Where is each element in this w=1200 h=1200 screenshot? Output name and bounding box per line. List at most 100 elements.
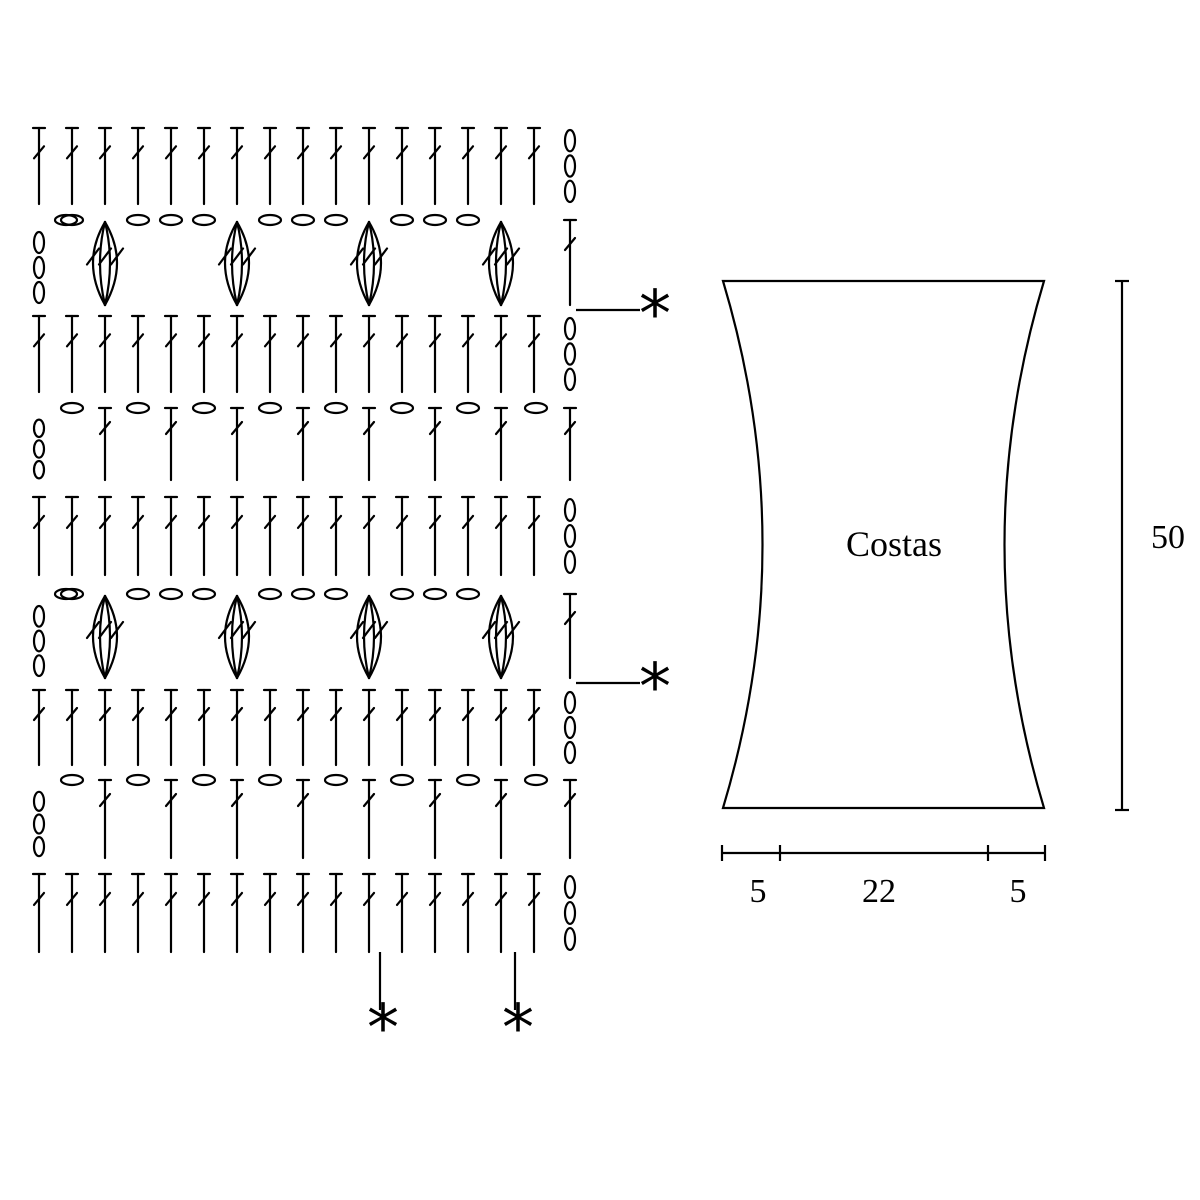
chain-stitch bbox=[257, 773, 283, 787]
cluster-bar bbox=[481, 620, 497, 640]
chain-stitch bbox=[257, 213, 283, 227]
chain-stitch bbox=[323, 587, 349, 601]
dc-stitch-bar bbox=[395, 333, 409, 348]
dc-stitch-bar bbox=[32, 145, 46, 160]
chain-stitch bbox=[323, 773, 349, 787]
turning-chain bbox=[563, 715, 577, 740]
cluster-leg bbox=[103, 220, 112, 307]
dc-stitch-bar bbox=[527, 706, 541, 722]
dc-stitch-bar bbox=[131, 891, 145, 907]
dc-stitch-bar bbox=[197, 706, 211, 722]
cluster-bar bbox=[97, 247, 113, 266]
turning-chain bbox=[32, 418, 46, 439]
chain-stitch bbox=[455, 587, 481, 601]
chain-stitch bbox=[455, 773, 481, 787]
turning-chain bbox=[563, 128, 577, 153]
dc-stitch-bar bbox=[32, 891, 46, 907]
cluster-leg bbox=[91, 220, 107, 307]
chain-stitch bbox=[59, 773, 85, 787]
dc-stitch-bar bbox=[362, 145, 376, 160]
dc-stitch-bar bbox=[428, 514, 442, 530]
dc-stitch-bar bbox=[131, 145, 145, 160]
chain-stitch bbox=[59, 401, 85, 415]
mesh-stitch-bar bbox=[362, 420, 376, 436]
dc-stitch-bar bbox=[164, 706, 178, 722]
mesh-stitch-bar bbox=[98, 792, 112, 808]
cluster-leg bbox=[499, 220, 515, 307]
chain-stitch bbox=[323, 401, 349, 415]
mesh-stitch-bar bbox=[164, 420, 178, 436]
cluster-leg bbox=[367, 220, 376, 307]
mesh-stitch-bar bbox=[563, 792, 577, 808]
mesh-stitch-bar bbox=[563, 420, 577, 436]
cluster-bar bbox=[229, 247, 245, 266]
dc-stitch-bar bbox=[494, 514, 508, 530]
dc-stitch-bar bbox=[494, 333, 508, 348]
dc-stitch-bar bbox=[461, 333, 475, 348]
turning-chain bbox=[563, 690, 577, 715]
turning-chain bbox=[563, 549, 577, 575]
cluster-bar bbox=[349, 620, 365, 640]
dc-stitch-bar bbox=[32, 706, 46, 722]
cluster-bar bbox=[97, 620, 113, 640]
cluster-leg bbox=[235, 220, 244, 307]
height-label: 50 bbox=[1151, 519, 1185, 556]
turning-chain bbox=[563, 900, 577, 926]
dc-stitch-bar bbox=[98, 514, 112, 530]
width-label-left: 5 bbox=[750, 873, 767, 910]
dc-stitch-bar bbox=[230, 514, 244, 530]
chain-stitch bbox=[389, 587, 415, 601]
chain-stitch bbox=[257, 587, 283, 601]
dc-stitch-bar bbox=[461, 706, 475, 722]
chain-stitch bbox=[158, 587, 184, 601]
turning-chain bbox=[563, 367, 577, 392]
dc-stitch-bar bbox=[329, 706, 343, 722]
chain-stitch bbox=[290, 213, 316, 227]
chain-stitch bbox=[191, 773, 217, 787]
dc-stitch-bar bbox=[164, 333, 178, 348]
turning-chain bbox=[563, 342, 577, 366]
chain-stitch bbox=[290, 587, 316, 601]
dc-stitch-bar bbox=[164, 514, 178, 530]
dc-stitch-bar bbox=[65, 514, 79, 530]
cluster-bar bbox=[85, 620, 101, 640]
mesh-stitch-bar bbox=[230, 420, 244, 436]
chain-stitch bbox=[389, 401, 415, 415]
cluster-leg bbox=[487, 220, 503, 307]
cluster-bar bbox=[217, 620, 233, 640]
width-label-center: 22 bbox=[862, 873, 896, 910]
turning-chain bbox=[32, 255, 46, 280]
mesh-stitch-bar bbox=[494, 420, 508, 436]
cluster-bar bbox=[217, 247, 233, 266]
dc-stitch-bar bbox=[395, 514, 409, 530]
chain-stitch bbox=[125, 773, 151, 787]
dc-stitch-bar bbox=[296, 514, 310, 530]
cluster-bar bbox=[373, 620, 389, 640]
chain-stitch bbox=[125, 213, 151, 227]
dc-stitch-bar bbox=[329, 514, 343, 530]
repeat-marker-upper: * bbox=[639, 278, 671, 352]
chain-stitch bbox=[125, 401, 151, 415]
dc-stitch-bar bbox=[98, 333, 112, 348]
turning-chain bbox=[32, 604, 46, 628]
back-piece-outline bbox=[721, 279, 1046, 810]
turning-chain bbox=[563, 523, 577, 549]
piece-label: Costas bbox=[846, 524, 942, 564]
cluster-leg bbox=[223, 594, 239, 680]
dc-stitch-bar bbox=[230, 333, 244, 348]
turning-chain bbox=[563, 926, 577, 952]
cluster-bar bbox=[109, 247, 125, 266]
repeat-marker-bottom-left: * bbox=[367, 992, 399, 1066]
repeat-marker-bottom-right: * bbox=[502, 992, 534, 1066]
dc-stitch-bar bbox=[362, 706, 376, 722]
dc-stitch-bar bbox=[296, 706, 310, 722]
dc-stitch-bar bbox=[164, 891, 178, 907]
dc-stitch-bar bbox=[428, 333, 442, 348]
dc-stitch-bar bbox=[296, 145, 310, 160]
chain-stitch bbox=[191, 401, 217, 415]
dc-stitch-bar bbox=[527, 514, 541, 530]
cluster-leg bbox=[499, 594, 515, 680]
dc-stitch-bar bbox=[527, 891, 541, 907]
cluster-leg bbox=[499, 220, 508, 307]
edge-stitch-bar bbox=[563, 610, 577, 626]
